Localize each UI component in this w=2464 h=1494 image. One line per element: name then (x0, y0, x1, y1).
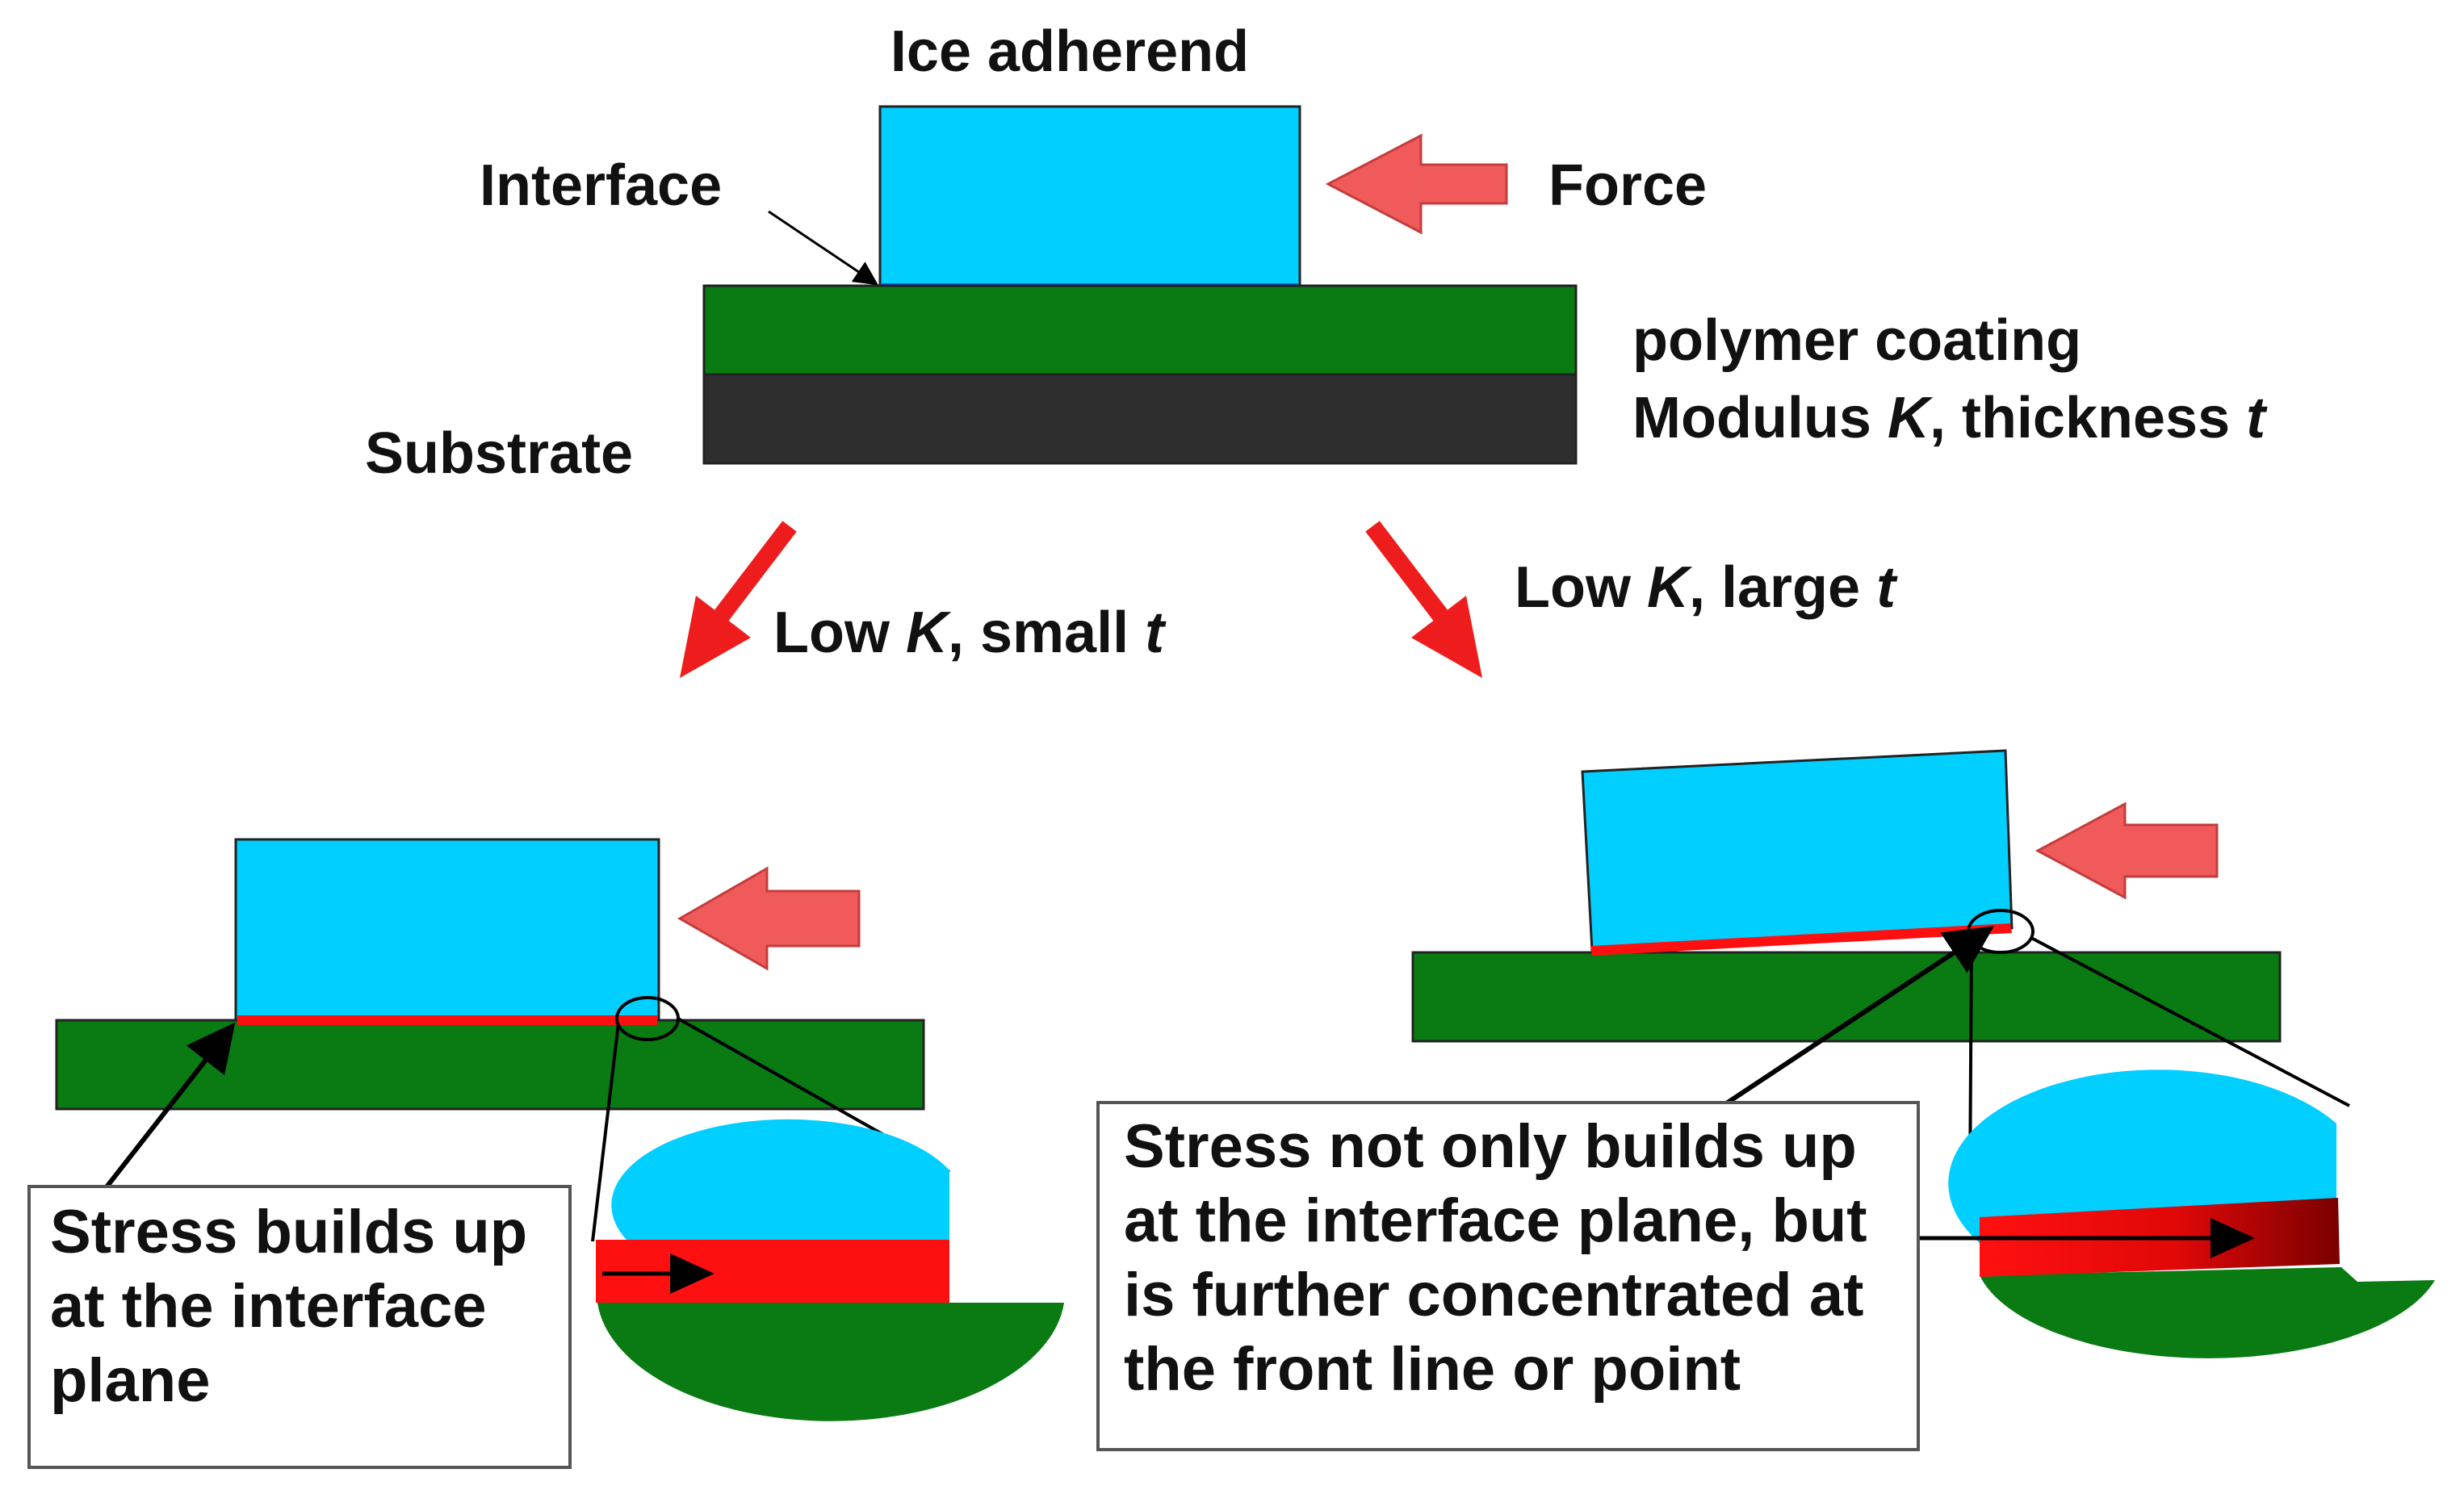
callout-large-t-line-3: is further concentrated at (1124, 1261, 1863, 1329)
pointer-to-interface-small-t (94, 1022, 236, 1201)
ice-adherend-label: Ice adherend (890, 19, 1249, 84)
callout-large-t-line-2: at the interface plane, but (1124, 1186, 1867, 1255)
ice-block-small-t (234, 838, 660, 1023)
polymer-coating-label: polymer coating (1632, 308, 2081, 373)
coating-large-t (1411, 951, 2282, 1043)
callout-large-t-line-4: the front line or point (1124, 1335, 1741, 1404)
interface-pointer (768, 210, 878, 286)
modulus-thickness-label: Modulus K, thickness t (1632, 386, 2268, 450)
ice-adherend-block (878, 105, 1301, 289)
coating-small-t (55, 1019, 925, 1111)
callout-small-t-line-2: at the interface (50, 1272, 487, 1341)
magnified-view-small-t (596, 1119, 1064, 1421)
force-arrow-icon (1325, 133, 1508, 235)
branch-arrow-right-icon (1365, 521, 1482, 678)
force-label: Force (1548, 153, 1707, 218)
magnified-view-large-t (1909, 1069, 2435, 1358)
callout-box-large-t: Stress not only builds up at the interfa… (1096, 1101, 1920, 1451)
initial-state-group: Ice adherend Interface Force Substrate p… (365, 19, 2268, 486)
branch-right-label: Low K, large t (1515, 555, 1898, 620)
callout-large-t-line-1: Stress not only builds up (1124, 1112, 1857, 1181)
branch-arrow-left-icon (680, 521, 797, 678)
zoom-line-2-large-t (2030, 936, 2350, 1107)
small-t-case-group: Stress builds up at the interface plane (27, 838, 1064, 1469)
branch-arrows: Low K, small t Low K, large t (680, 521, 1898, 678)
branch-left-label: Low K, small t (773, 601, 1167, 665)
substrate-layer (702, 373, 1578, 465)
large-t-case-group: Stress not only builds up at the interfa… (1096, 749, 2435, 1451)
stress-layer-large-t (1590, 923, 2012, 956)
force-arrow-large-t-icon (2034, 801, 2219, 900)
substrate-label: Substrate (365, 421, 633, 486)
zoom-line-1-small-t (591, 1023, 620, 1242)
stress-layer-small-t (237, 1015, 657, 1025)
interface-label: Interface (480, 153, 722, 218)
callout-small-t-line-1: Stress builds up (50, 1198, 527, 1266)
callout-box-small-t: Stress builds up at the interface plane (27, 1185, 572, 1469)
force-arrow-small-t-icon (677, 866, 861, 971)
callout-small-t-line-3: plane (50, 1346, 211, 1415)
polymer-coating-layer (702, 284, 1578, 376)
ice-block-large-t (1581, 749, 2014, 952)
